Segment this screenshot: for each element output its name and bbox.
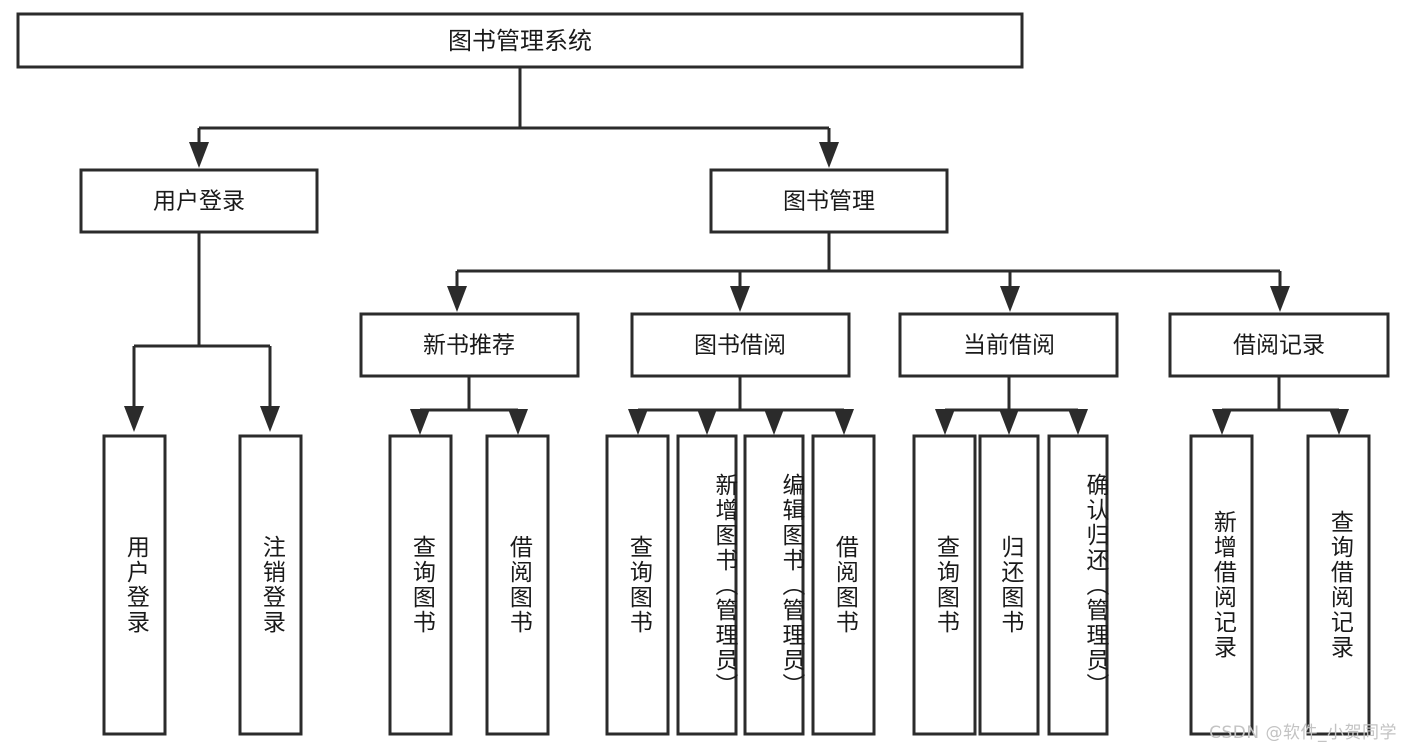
node-book-manage[interactable]: 图书管理 xyxy=(709,168,949,234)
leaf-box-confirm-return[interactable] xyxy=(1047,434,1109,736)
arrow-head-leaf-borrow-book-1 xyxy=(508,409,528,435)
connector-user-login-to-leaves xyxy=(124,232,280,432)
arrow-head-leaf-query-book-1 xyxy=(410,409,430,435)
connector-book-borrow-to-leaves xyxy=(628,376,854,435)
leaf-box-edit-book[interactable] xyxy=(743,434,805,736)
arrow-head-leaf-confirm-return xyxy=(1068,409,1088,435)
node-book-borrow-box[interactable] xyxy=(630,312,851,378)
arrow-head-leaf-borrow-book-2 xyxy=(834,409,854,435)
connector-new-book-to-leaves xyxy=(410,376,528,435)
arrow-head-user-login xyxy=(189,142,209,168)
node-root-box[interactable] xyxy=(16,12,1024,69)
node-current-borrow-box[interactable] xyxy=(898,312,1119,378)
connector-borrow-record-to-leaves xyxy=(1212,376,1349,435)
leaf-box-add-book[interactable] xyxy=(676,434,738,736)
node-root-label: 图书管理系统 xyxy=(448,27,592,55)
leaf-box-borrow-book-2[interactable] xyxy=(811,434,876,736)
node-borrow-record[interactable]: 借阅记录 xyxy=(1168,312,1390,378)
node-user-login[interactable]: 用户登录 xyxy=(79,168,319,234)
arrow-head-leaf-query-book-2 xyxy=(628,409,648,435)
leaf-box-query-book-2[interactable] xyxy=(605,434,670,736)
leaf-box-logout[interactable] xyxy=(238,434,303,736)
leaf-box-user-login[interactable] xyxy=(102,434,167,736)
arrow-head-borrow-record xyxy=(1270,286,1290,312)
leaf-box-add-record[interactable] xyxy=(1189,434,1254,736)
leaf-box-query-book-1[interactable] xyxy=(388,434,453,736)
leaf-box-return-book[interactable] xyxy=(978,434,1040,736)
leaf-box-query-book-3[interactable] xyxy=(912,434,977,736)
arrow-head-leaf-edit-book xyxy=(764,409,784,435)
connector-current-borrow-to-leaves xyxy=(935,376,1088,435)
node-new-book-recommend-label: 新书推荐 xyxy=(423,333,515,359)
arrow-head-leaf-add-book xyxy=(697,409,717,435)
node-book-borrow[interactable]: 图书借阅 xyxy=(630,312,851,378)
node-new-book-recommend[interactable]: 新书推荐 xyxy=(359,312,580,378)
arrow-head-new-book xyxy=(447,286,467,312)
leaf-box-query-record[interactable] xyxy=(1306,434,1371,736)
arrow-head-current-borrow xyxy=(1000,286,1020,312)
node-user-login-label: 用户登录 xyxy=(153,189,245,215)
node-book-borrow-label: 图书借阅 xyxy=(694,333,786,359)
arrow-head-book-manage xyxy=(819,142,839,168)
connector-root-to-level2 xyxy=(189,67,839,168)
connector-book-manage-to-level3 xyxy=(447,232,1290,312)
node-borrow-record-box[interactable] xyxy=(1168,312,1390,378)
node-user-login-box[interactable] xyxy=(79,168,319,234)
arrow-head-leaf-user-login xyxy=(124,406,144,432)
arrow-head-leaf-query-book-3 xyxy=(935,409,955,435)
watermark: CSDN @软件_小贺同学 xyxy=(1209,723,1397,743)
arrow-head-leaf-return-book xyxy=(999,409,1019,435)
arrow-head-leaf-query-record xyxy=(1329,409,1349,435)
node-book-manage-label: 图书管理 xyxy=(783,189,875,215)
node-current-borrow[interactable]: 当前借阅 xyxy=(898,312,1119,378)
node-borrow-record-label: 借阅记录 xyxy=(1233,333,1325,359)
arrow-head-leaf-logout xyxy=(260,406,280,432)
node-root[interactable]: 图书管理系统 xyxy=(16,12,1024,69)
arrow-head-leaf-add-record xyxy=(1212,409,1232,435)
node-current-borrow-label: 当前借阅 xyxy=(963,333,1055,359)
leaf-box-borrow-book-1[interactable] xyxy=(485,434,550,736)
arrow-head-book-borrow xyxy=(730,286,750,312)
node-book-manage-box[interactable] xyxy=(709,168,949,234)
node-new-book-recommend-box[interactable] xyxy=(359,312,580,378)
